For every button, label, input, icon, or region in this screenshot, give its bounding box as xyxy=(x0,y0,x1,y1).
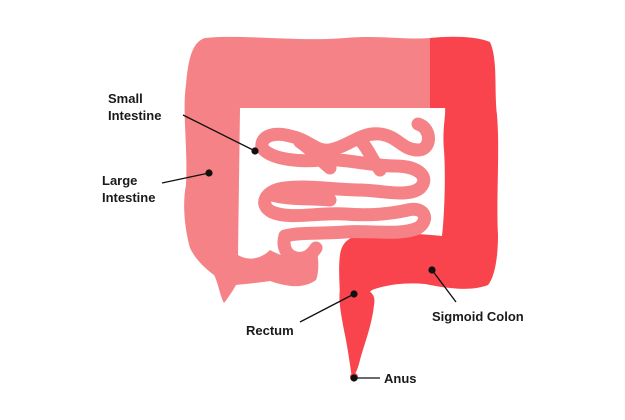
leader-sigmoid-colon xyxy=(431,269,457,303)
dot-small-intestine xyxy=(251,147,259,155)
large-intestine-shape xyxy=(184,36,430,303)
label-anus-text: Anus xyxy=(384,371,417,386)
label-large-intestine-line2: Intestine xyxy=(102,190,156,205)
rectum-shape xyxy=(339,288,375,378)
marker-dots xyxy=(205,147,436,382)
leader-lines xyxy=(161,114,457,379)
dot-large-intestine xyxy=(205,169,213,177)
label-large-intestine: Large Intestine xyxy=(102,172,155,206)
leader-small-intestine xyxy=(182,114,256,152)
small-intestine-coils xyxy=(255,117,435,265)
label-small-intestine-line2: Intestine xyxy=(108,108,162,123)
label-rectum: Rectum xyxy=(246,322,294,339)
label-small-intestine: Small Intestine xyxy=(108,90,161,124)
label-sigmoid-colon: Sigmoid Colon xyxy=(432,308,524,325)
leader-rectum xyxy=(299,293,355,323)
label-sigmoid-colon-text: Sigmoid Colon xyxy=(432,309,524,324)
dot-anus xyxy=(350,374,358,382)
leader-large-intestine xyxy=(161,172,210,184)
label-anus: Anus xyxy=(384,370,417,387)
label-small-intestine-line1: Small xyxy=(108,91,143,106)
label-large-intestine-line1: Large xyxy=(102,173,138,188)
label-rectum-text: Rectum xyxy=(246,323,294,338)
dot-rectum xyxy=(350,290,358,298)
dot-sigmoid-colon xyxy=(428,266,436,274)
